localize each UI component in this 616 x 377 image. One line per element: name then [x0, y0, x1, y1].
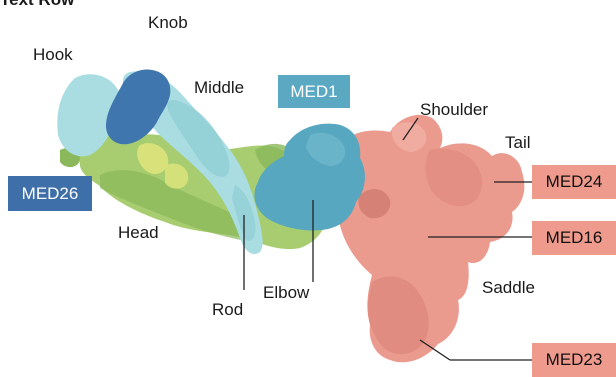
tag-med1: MED1	[278, 75, 350, 108]
label-head: Head	[118, 223, 159, 243]
label-saddle: Saddle	[482, 278, 535, 298]
label-middle: Middle	[194, 78, 244, 98]
label-hook: Hook	[33, 45, 73, 65]
label-shoulder: Shoulder	[420, 100, 488, 120]
tail-module-shape	[336, 115, 524, 362]
tag-med16: MED16	[532, 221, 616, 255]
label-tail: Tail	[505, 133, 531, 153]
tag-med26: MED26	[8, 176, 92, 211]
tag-med24: MED24	[532, 165, 616, 199]
label-knob: Knob	[148, 13, 188, 33]
label-rod: Rod	[212, 300, 243, 320]
tag-med23: MED23	[532, 343, 616, 377]
label-elbow: Elbow	[263, 283, 309, 303]
